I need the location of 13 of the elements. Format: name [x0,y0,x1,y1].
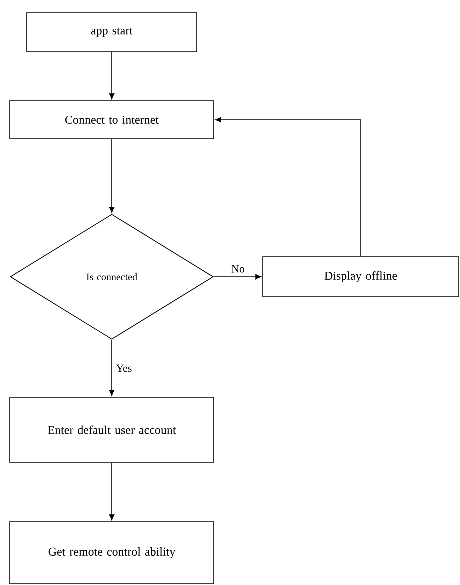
arrow [109,139,115,214]
arrow [214,274,262,280]
process-box: Enter default user account [10,397,214,463]
process-box: Display offline [262,256,460,298]
process-box: app start [26,12,198,52]
process-box: Get remote control ability [10,522,214,584]
edge-label: No [230,264,246,274]
arrow [109,52,115,100]
arrow [109,340,115,396]
arrow [109,462,115,521]
process-box: Connect to internet [10,100,214,140]
edge-label: Yes [115,364,134,374]
arrow [215,117,362,257]
